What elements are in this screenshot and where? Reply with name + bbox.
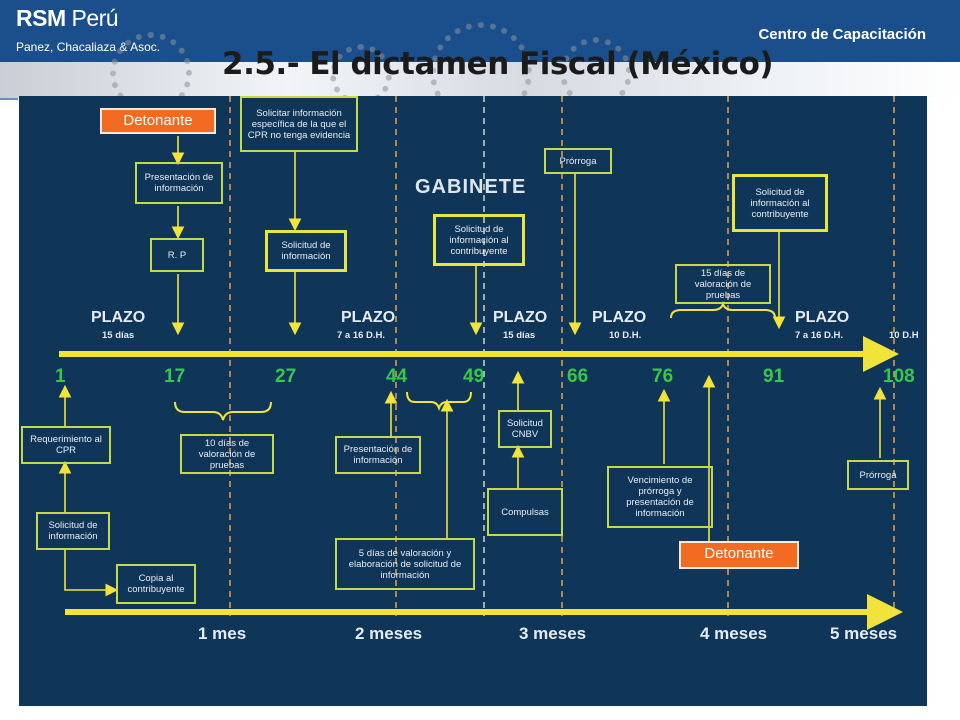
month-label: 2 meses bbox=[355, 624, 423, 643]
gabinete-label: GABINETE bbox=[415, 176, 527, 198]
box-copia-contribuyente: Copia al contribuyente bbox=[116, 564, 196, 604]
logo-country: Perú bbox=[71, 5, 119, 31]
company-logo: RSM Perú bbox=[16, 5, 119, 32]
plazo-2-sub: 7 a 16 D.H. bbox=[337, 330, 386, 341]
box-solicitud-contribuyente-1: Solicitud de información al contribuyent… bbox=[433, 214, 525, 266]
training-center-label: Centro de Capacitación bbox=[758, 26, 926, 43]
brace-marks bbox=[174, 300, 776, 421]
plazo-3-sub: 15 días bbox=[503, 330, 536, 341]
plazo-1-sub: 15 días bbox=[102, 330, 135, 341]
slide-title: 2.5.- El dictamen Fiscal (México) bbox=[222, 46, 774, 82]
box-solicitud-contribuyente-2: Solicitud de información al contribuyent… bbox=[732, 174, 828, 232]
box-solicitud-informacion-2: Solicitud de información bbox=[36, 512, 110, 550]
box-prorroga-bottom: Prórroga bbox=[847, 460, 909, 490]
box-solicitud-cnbv: Solicitud CNBV bbox=[498, 410, 552, 448]
box-5-dias-valoracion: 5 días de valoración y elaboración de so… bbox=[335, 538, 475, 590]
box-presentacion-informacion-2: Presentación de información bbox=[335, 436, 421, 474]
box-rp: R. P bbox=[150, 238, 204, 272]
timeline-diagram: GABINETE Detonante Detonante Presentació… bbox=[19, 96, 927, 706]
box-solicitud-informacion: Solicitud de información bbox=[265, 230, 347, 272]
plazo-4-sub: 10 D.H. bbox=[609, 330, 642, 341]
day-marker: 17 bbox=[164, 366, 186, 387]
day-marker: 76 bbox=[652, 366, 674, 387]
month-label: 1 mes bbox=[198, 624, 247, 643]
box-compulsas: Compulsas bbox=[487, 488, 563, 536]
box-presentacion-informacion: Presentación de información bbox=[135, 162, 223, 204]
day-marker: 49 bbox=[463, 366, 485, 387]
box-vencimiento-prorroga: Vencimiento de prórroga y presentación d… bbox=[607, 466, 713, 528]
month-label: 5 meses bbox=[830, 624, 898, 643]
plazo-2-title: PLAZO bbox=[341, 309, 396, 326]
day-marker: 108 bbox=[883, 366, 915, 387]
logo-brand: RSM bbox=[16, 5, 66, 31]
box-requerimiento-cpr: Requerimiento al CPR bbox=[21, 426, 111, 464]
trigger-label-bottom: Detonante bbox=[679, 541, 799, 569]
box-10-dias-valoracion: 10 días de valoración de pruebas bbox=[180, 434, 274, 474]
plazo-1-title: PLAZO bbox=[91, 309, 146, 326]
left-accent-rule bbox=[0, 98, 18, 100]
trigger-label-top: Detonante bbox=[100, 108, 216, 134]
day-marker: 66 bbox=[567, 366, 589, 387]
box-15-dias-valoracion: 15 días de valoración de pruebas bbox=[675, 264, 771, 304]
box-solicitar-informacion: Solicitar información específica de la q… bbox=[240, 96, 358, 152]
box-prorroga-top: Prórroga bbox=[544, 148, 612, 174]
day-marker: 44 bbox=[386, 366, 408, 387]
plazo-5-sub: 7 a 16 D.H. bbox=[795, 330, 844, 341]
day-marker: 91 bbox=[763, 366, 785, 387]
plazo-4-title: PLAZO bbox=[592, 309, 647, 326]
month-label: 3 meses bbox=[519, 624, 587, 643]
plazo-3-title: PLAZO bbox=[493, 309, 548, 326]
plazo-5-title: PLAZO bbox=[795, 309, 850, 326]
day-marker: 1 bbox=[55, 366, 66, 387]
day-marker: 27 bbox=[275, 366, 297, 387]
plazo-6-sub: 10 D.H bbox=[889, 330, 919, 341]
month-label: 4 meses bbox=[700, 624, 768, 643]
